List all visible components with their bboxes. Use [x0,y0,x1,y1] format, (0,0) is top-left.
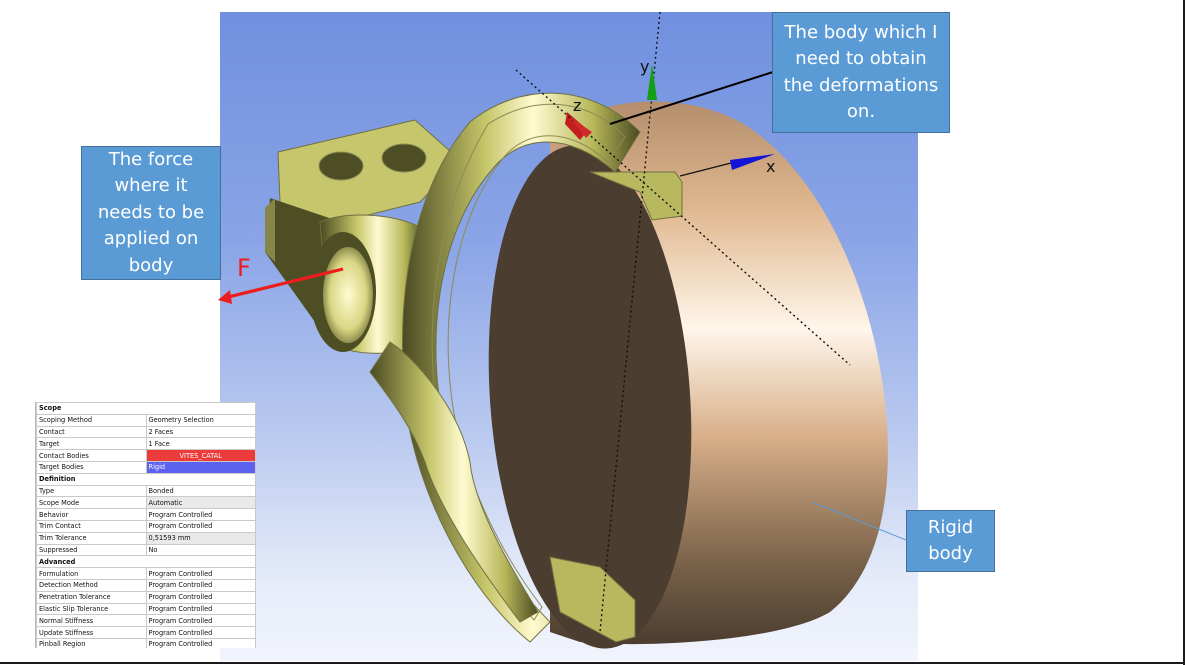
flexible-part[interactable] [265,92,683,643]
y-axis-label: y [640,57,650,76]
slide-border-right [1183,0,1185,665]
slide-border-bottom [0,662,1185,664]
z-axis-arrow-icon [570,117,592,138]
target-bodies-value[interactable]: Rigid [145,460,256,474]
y-axis-line [599,12,661,633]
rigid-body-callout: Rigid body [906,510,995,572]
rigid-body[interactable] [473,101,888,655]
force-arrow-icon [218,267,344,304]
y-axis-arrow-icon [647,64,657,100]
x-axis-arrow-icon [730,154,775,170]
force-label: F [237,254,251,282]
deformation-leader-line [609,71,774,125]
z-axis-line [515,69,851,366]
section-header-advanced: Advanced [36,555,256,569]
model-geometry [265,12,907,655]
z-axis-label: z [573,96,582,115]
section-header-definition: Definition [36,472,256,486]
section-header-scope: Scope [36,402,256,415]
force-callout: The force where it needs to be applied o… [81,146,221,280]
x-axis-label: x [766,157,776,176]
deformation-body-callout: The body which I need to obtain the defo… [772,12,950,133]
contact-bodies-value[interactable]: VITES_CATAL [145,449,256,462]
rigid-leader-line [811,501,907,541]
